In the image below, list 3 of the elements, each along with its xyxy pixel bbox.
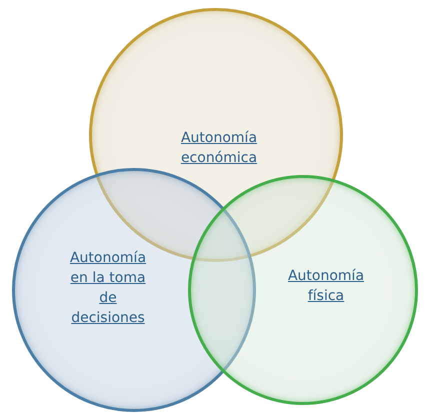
circle-label: Autonomía en la toma de decisiones [68, 249, 148, 328]
circle-label: Autonomía física [286, 267, 366, 306]
circle-label: Autonomía económica [180, 129, 258, 168]
